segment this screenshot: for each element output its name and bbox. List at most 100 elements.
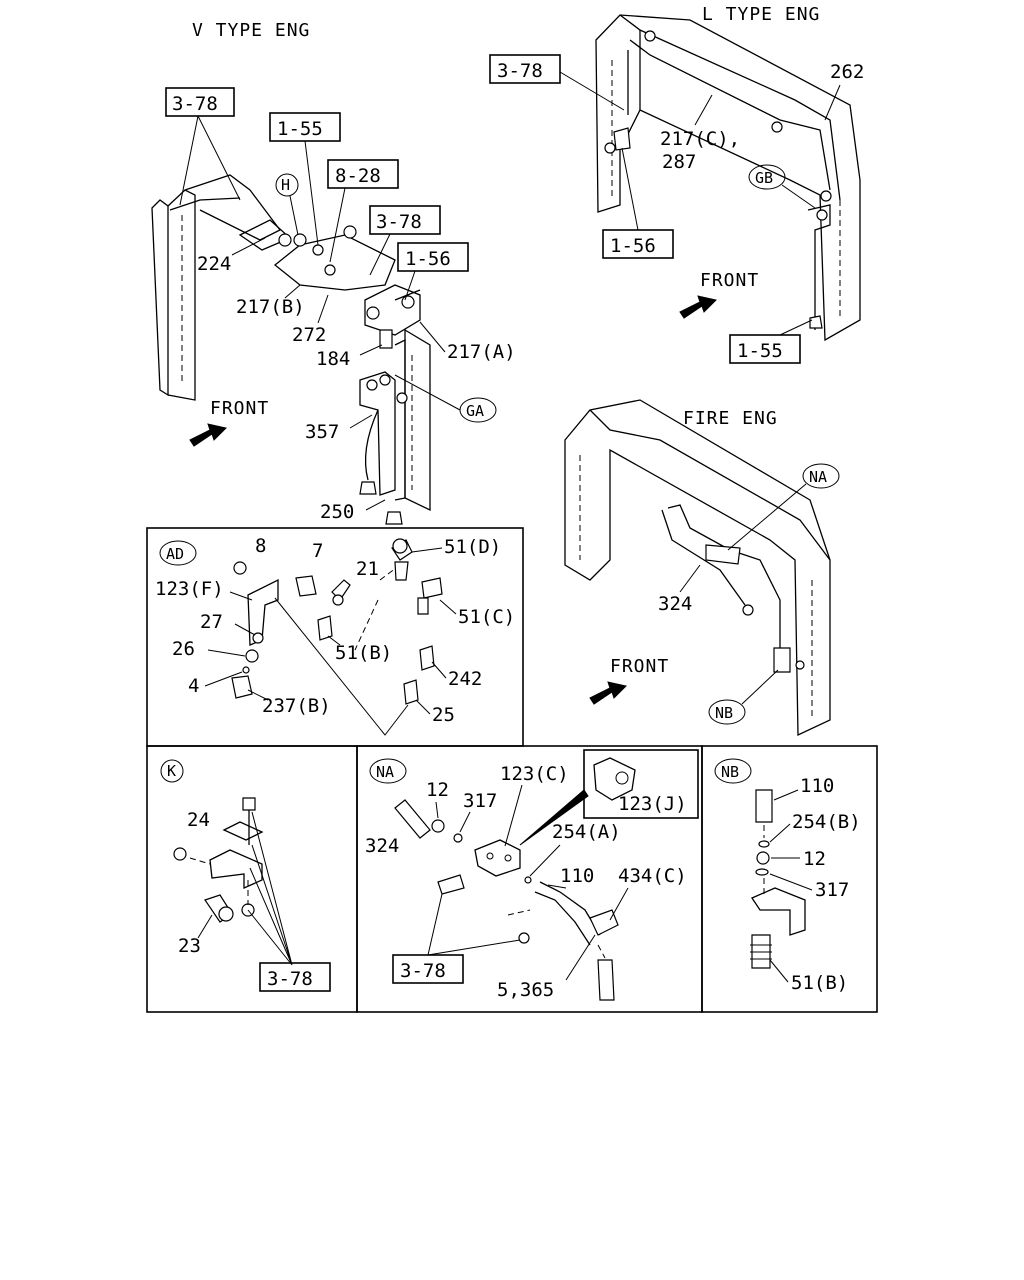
na-tag: NA	[369, 758, 407, 784]
bracket-357	[359, 371, 408, 525]
l-type-frame	[595, 14, 861, 342]
svg-text:1-55: 1-55	[277, 118, 323, 140]
ad-label-27: 27	[200, 611, 223, 633]
l-front-arrow: FRONT	[679, 270, 759, 319]
v-front-arrow: FRONT	[189, 398, 269, 447]
v-label-184: 184	[316, 348, 350, 370]
ad-label-51d: 51(D)	[444, 536, 501, 558]
v-box-8-28: 8-28	[327, 159, 399, 189]
svg-text:AD: AD	[166, 545, 184, 563]
svg-text:NA: NA	[376, 763, 394, 781]
svg-text:3-78: 3-78	[267, 968, 313, 990]
svg-text:GA: GA	[466, 402, 484, 420]
l-label-262: 262	[830, 61, 864, 83]
fire-label-324: 324	[658, 593, 692, 615]
svg-text:NB: NB	[715, 704, 733, 722]
v-box-3-78-b: 3-78	[369, 205, 441, 235]
v-box-1-55: 1-55	[269, 112, 341, 142]
na-label-123j: 123(J)	[618, 793, 687, 815]
fire-front-arrow: FRONT	[589, 656, 669, 705]
svg-text:K: K	[167, 762, 176, 780]
v-circle-h: H	[275, 173, 299, 197]
na-inset	[519, 749, 699, 846]
svg-text:GB: GB	[755, 169, 773, 187]
k-label-23: 23	[178, 935, 201, 957]
na-box-3-78: 3-78	[392, 954, 464, 984]
ad-label-237b: 237(B)	[262, 695, 331, 717]
l-box-1-55: 1-55	[729, 334, 801, 364]
svg-text:1-55: 1-55	[737, 340, 783, 362]
svg-text:FRONT: FRONT	[210, 398, 269, 419]
l-box-3-78: 3-78	[489, 54, 561, 84]
na-label-317: 317	[463, 790, 497, 812]
svg-text:3-78: 3-78	[172, 93, 218, 115]
na-label-5-365: 5,365	[497, 979, 554, 1001]
panel-nb	[701, 745, 878, 1013]
l-type-title: L TYPE ENG	[702, 4, 820, 25]
ad-label-25: 25	[432, 704, 455, 726]
nb-label-12: 12	[803, 848, 826, 870]
v-label-217b: 217(B)	[236, 296, 305, 318]
v-circle-ga: GA	[459, 397, 497, 423]
ad-label-123f: 123(F)	[155, 578, 224, 600]
nb-tag: NB	[714, 758, 752, 784]
svg-text:FRONT: FRONT	[700, 270, 759, 291]
svg-text:3-78: 3-78	[400, 960, 446, 982]
nb-label-110: 110	[800, 775, 834, 797]
svg-text:1-56: 1-56	[405, 248, 451, 270]
ad-label-7: 7	[312, 540, 323, 562]
na-parts	[394, 799, 619, 1001]
svg-text:1-56: 1-56	[610, 235, 656, 257]
svg-text:3-78: 3-78	[376, 211, 422, 233]
v-label-272: 272	[292, 324, 326, 346]
nb-label-317: 317	[815, 879, 849, 901]
svg-text:H: H	[281, 176, 290, 194]
svg-text:8-28: 8-28	[335, 165, 381, 187]
na-label-324: 324	[365, 835, 399, 857]
l-label-217c: 217(C),	[660, 128, 740, 150]
nb-label-254b: 254(B)	[792, 811, 861, 833]
v-box-3-78-a: 3-78	[165, 87, 235, 117]
l-label-287: 287	[662, 151, 696, 173]
svg-text:3-78: 3-78	[497, 60, 543, 82]
fire-circle-nb: NB	[708, 699, 746, 725]
fire-title: FIRE ENG	[683, 408, 778, 429]
fire-circle-na: NA	[802, 463, 840, 489]
v-label-250: 250	[320, 501, 354, 523]
ad-tag: AD	[159, 540, 197, 566]
v-label-217a: 217(A)	[447, 341, 516, 363]
na-label-434c: 434(C)	[618, 865, 687, 887]
ad-label-26: 26	[172, 638, 195, 660]
na-label-12: 12	[426, 779, 449, 801]
nb-parts	[750, 789, 806, 969]
v-box-1-56: 1-56	[397, 242, 469, 272]
na-label-110: 110	[560, 865, 594, 887]
k-tag: K	[160, 759, 184, 783]
k-parts	[173, 797, 293, 966]
svg-text:FRONT: FRONT	[610, 656, 669, 677]
k-box-3-78: 3-78	[259, 962, 331, 992]
bracket-217b	[238, 219, 396, 291]
l-box-1-56: 1-56	[602, 229, 674, 259]
nb-label-51b: 51(B)	[791, 972, 848, 994]
na-label-254a: 254(A)	[552, 821, 621, 843]
v-type-title: V TYPE ENG	[192, 20, 310, 41]
ad-label-51c: 51(C)	[458, 606, 515, 628]
ad-label-242: 242	[448, 668, 482, 690]
v-label-357: 357	[305, 421, 339, 443]
ad-parts	[231, 538, 443, 736]
panel-k	[146, 745, 358, 1013]
panel-ad	[146, 527, 524, 747]
ad-label-8: 8	[255, 535, 266, 557]
ad-label-51b: 51(B)	[335, 642, 392, 664]
fire-frame	[564, 399, 831, 737]
ad-label-4: 4	[188, 675, 199, 697]
na-label-123c: 123(C)	[500, 763, 569, 785]
ad-label-21: 21	[356, 558, 379, 580]
svg-text:NA: NA	[809, 468, 827, 486]
svg-text:NB: NB	[721, 763, 739, 781]
k-label-24: 24	[187, 809, 210, 831]
v-type-frame-rail	[151, 174, 281, 401]
l-circle-gb: GB	[748, 164, 786, 190]
